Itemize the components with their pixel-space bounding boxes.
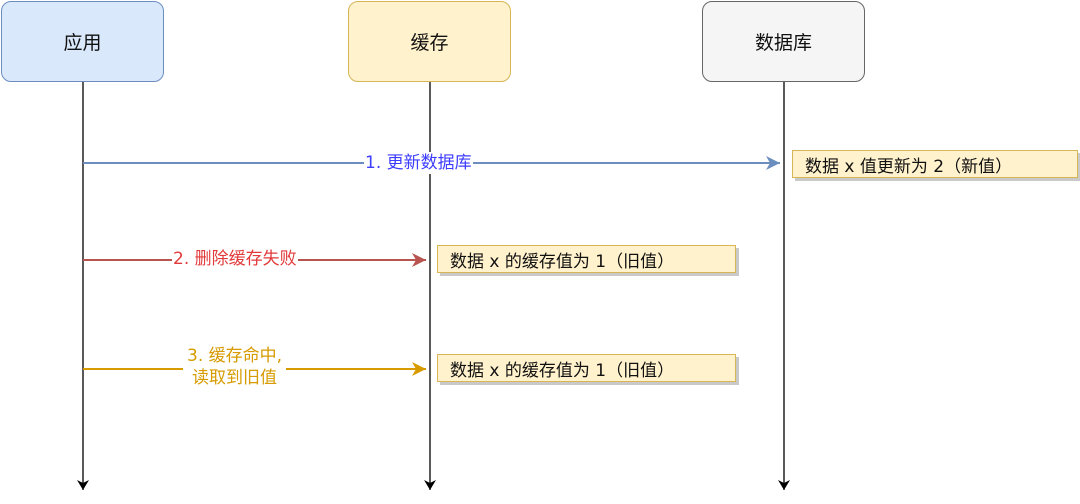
participant-cache-label: 缓存 xyxy=(410,32,449,54)
message-label-update-db: 1. 更新数据库 xyxy=(364,152,473,174)
participant-app: 应用 xyxy=(1,1,164,82)
message-label-cache-hit-line2: 读取到旧值 xyxy=(192,368,278,388)
note-cache-value-1: 数据 x 的缓存值为 1（旧值） xyxy=(437,245,736,273)
participant-cache: 缓存 xyxy=(348,1,511,82)
participant-database-label: 数据库 xyxy=(754,32,812,54)
participant-database: 数据库 xyxy=(702,1,865,82)
note-database-value: 数据 x 值更新为 2（新值） xyxy=(792,150,1078,178)
participant-app-label: 应用 xyxy=(63,32,102,54)
message-label-cache-hit-line1: 3. 缓存命中, xyxy=(187,346,283,366)
message-label-cache-hit: 3. 缓存命中, 读取到旧值 xyxy=(183,345,287,389)
message-label-delete-cache: 2. 删除缓存失败 xyxy=(172,248,298,270)
note-cache-value-2: 数据 x 的缓存值为 1（旧值） xyxy=(437,354,736,382)
